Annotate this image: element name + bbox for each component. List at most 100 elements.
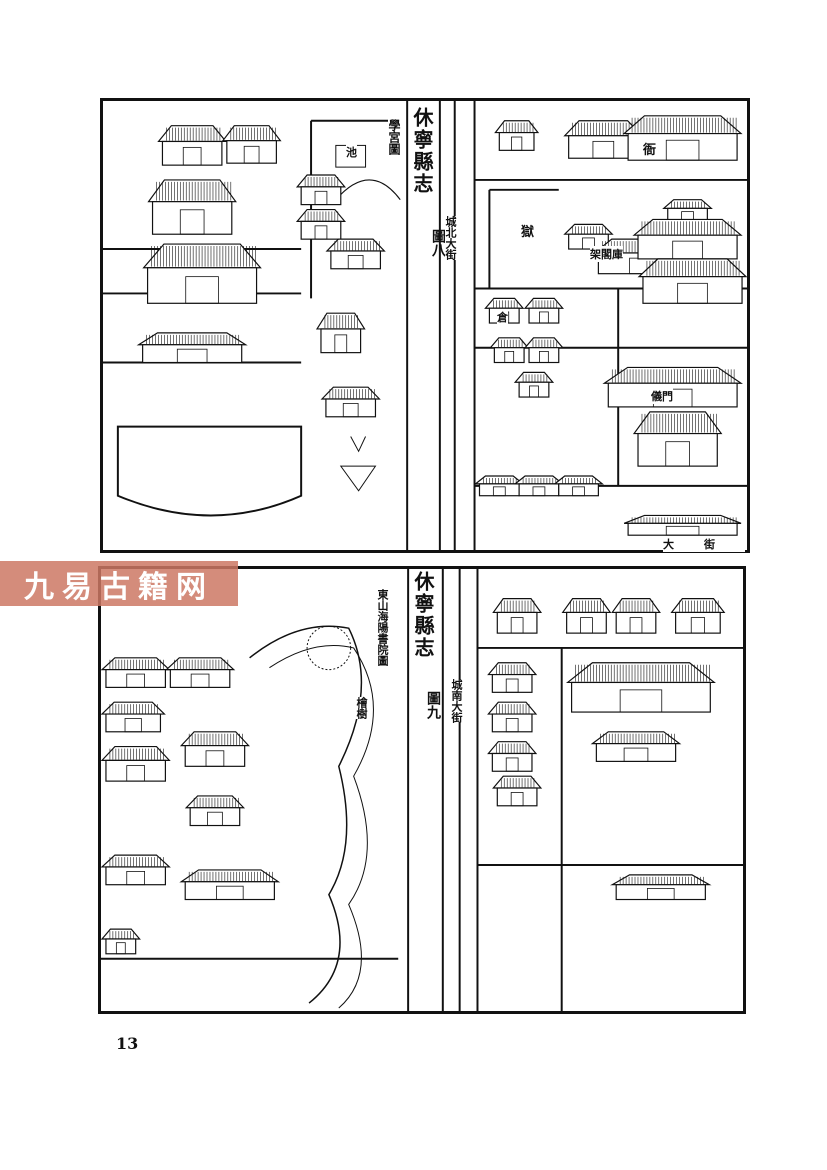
building-body: [300, 220, 342, 240]
building-door: [207, 811, 223, 826]
building-body: [330, 250, 382, 270]
hill-outline: [335, 179, 401, 201]
building-door: [572, 486, 585, 497]
building-body: [496, 787, 538, 807]
street-label-north: 城北大街: [444, 216, 457, 260]
section-title-academy: 東山海陽書院圖: [376, 589, 389, 666]
building-door: [592, 140, 615, 159]
building-door: [619, 689, 663, 713]
building-body: [637, 234, 738, 260]
building-body: [518, 483, 560, 497]
label-archive: 架閣庫: [590, 246, 623, 262]
building-door: [504, 351, 515, 363]
building-door: [492, 486, 506, 497]
building-body: [571, 681, 711, 713]
building-body: [189, 807, 241, 827]
building-body: [498, 131, 535, 151]
building-door: [665, 139, 700, 161]
building-roof: [484, 297, 525, 309]
building-body: [615, 884, 706, 901]
building-door: [334, 334, 348, 354]
book-title-top: 休寧縣志: [410, 105, 437, 209]
building-body: [184, 881, 275, 901]
mountain-outline: [249, 625, 363, 1004]
building-door: [176, 348, 208, 363]
building-body: [627, 522, 738, 536]
building-roof: [157, 125, 228, 143]
building-body: [566, 611, 607, 634]
building-body: [491, 713, 533, 733]
building-door: [580, 617, 593, 634]
building-body: [105, 669, 166, 688]
book-title-bottom: 休寧縣志: [411, 571, 438, 661]
label-main-street: 大街: [663, 536, 745, 552]
watermark: 九易古籍网: [0, 561, 238, 606]
building-body: [491, 752, 533, 772]
label-juniper: 檜樹: [355, 697, 368, 719]
building-door: [314, 190, 328, 206]
building-door: [126, 765, 145, 782]
label-yamen: 衙: [643, 139, 657, 158]
building-door: [185, 276, 219, 304]
pan-pool: [116, 425, 303, 517]
building-door: [539, 351, 549, 363]
section-title-school: 學宮圖: [387, 119, 401, 155]
building-door: [677, 282, 708, 304]
building-body: [226, 140, 277, 164]
building-door: [124, 718, 142, 733]
building-body: [105, 938, 137, 955]
building-body: [105, 866, 166, 886]
building-body: [637, 432, 718, 467]
building-body: [325, 398, 377, 418]
building-roof: [179, 731, 250, 747]
building-door: [314, 225, 328, 240]
building-door: [205, 750, 225, 767]
building-body: [169, 669, 231, 688]
building-body: [105, 759, 166, 782]
building-door: [179, 209, 205, 235]
building-body: [478, 483, 520, 497]
building-door: [347, 255, 364, 270]
building-roof: [101, 657, 171, 671]
building-door: [505, 718, 519, 733]
map-figure-9-drawing: [101, 569, 743, 1011]
building-roof: [101, 701, 166, 715]
label-pond: 池: [346, 144, 357, 160]
map-figure-8-panel: 休寧縣志 圖八 城北大街 學宮圖 衙 獄 倉 儀門 架閣庫 大街 池: [100, 98, 750, 553]
building-door: [511, 136, 523, 151]
building-body: [491, 673, 533, 693]
building-body: [675, 611, 721, 634]
building-door: [243, 145, 260, 164]
building-body: [151, 201, 233, 235]
street-label-south: 城南大街: [450, 679, 463, 723]
building-door: [529, 385, 539, 398]
building-roof: [101, 854, 171, 868]
map-figure-9-panel: 休寧縣志 圖九 城南大街 東山海陽書院圖 檜樹: [98, 566, 746, 1014]
building-body: [105, 713, 162, 733]
pagoda-outline: [339, 436, 377, 492]
building-door: [505, 678, 519, 693]
building-roof: [602, 366, 743, 384]
tree-canopy: [306, 625, 352, 671]
building-body: [320, 328, 362, 354]
building-body: [300, 186, 342, 206]
building-body: [496, 611, 538, 634]
building-body: [518, 381, 550, 398]
building-body: [161, 140, 223, 166]
building-door: [582, 237, 595, 250]
building-door: [690, 617, 706, 634]
building-body: [184, 745, 246, 767]
building-body: [558, 483, 599, 497]
building-door: [532, 486, 546, 497]
building-roof: [101, 745, 171, 761]
page-number: 13: [116, 1034, 139, 1053]
building-roof: [489, 337, 530, 349]
building-door: [665, 441, 690, 467]
label-ceremonial-gate: 儀門: [651, 388, 673, 404]
building-door: [539, 311, 549, 324]
building-door: [629, 617, 643, 634]
building-body: [142, 344, 243, 364]
building-roof: [101, 928, 141, 940]
building-body: [146, 267, 258, 304]
building-door: [126, 673, 145, 688]
